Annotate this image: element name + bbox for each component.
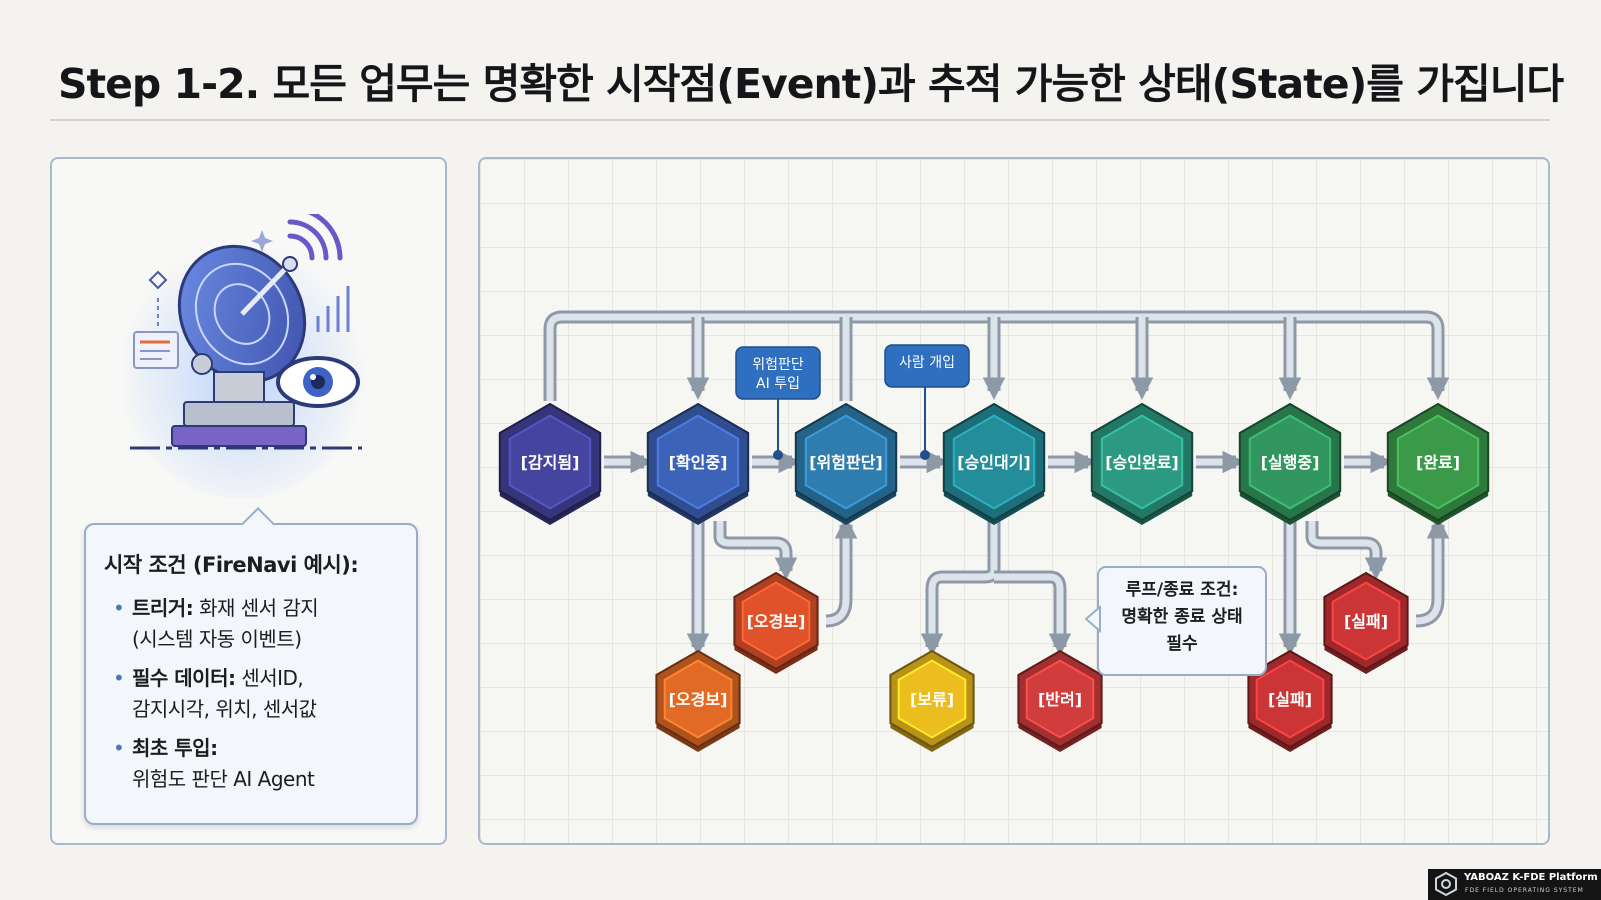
sparkle-icon bbox=[251, 230, 273, 252]
note-pointer bbox=[1084, 604, 1101, 634]
branch-pipe bbox=[825, 516, 858, 628]
platform-name: YABOAZ K-FDE Platform bbox=[1464, 872, 1598, 883]
bubble-text: AI 투입 bbox=[756, 376, 800, 392]
diamond-icon bbox=[148, 270, 168, 290]
node-label: [오경보] bbox=[669, 690, 728, 709]
state-flow-diagram: [감지됨] [확인중] [위험판단] [승인대기] [승인완료] [실행중] [완료] [오경… bbox=[498, 310, 1490, 752]
condition-label: 최초 투입: bbox=[132, 736, 218, 760]
node-label: [실패] bbox=[1344, 612, 1388, 631]
condition-label: 트리거: bbox=[132, 596, 194, 620]
condition-text: 화재 센서 감지 bbox=[199, 596, 319, 620]
note-pointer-mask bbox=[1101, 606, 1105, 632]
branch-pipe bbox=[994, 570, 1072, 656]
note-text: 필수 bbox=[1166, 634, 1198, 654]
condition-text: 감지시각, 위치, 센서값 bbox=[132, 697, 317, 721]
node-label: [승인대기] bbox=[957, 453, 1031, 472]
node-label: [실행중] bbox=[1261, 453, 1320, 472]
state-node-main: [감지됨] bbox=[498, 402, 602, 525]
node-inner bbox=[952, 414, 1036, 510]
branch-pipe bbox=[713, 521, 798, 580]
node-inner bbox=[1025, 659, 1095, 739]
page-title: Step 1-2. 모든 업무는 명확한 시작점(Event)과 추적 가능한 … bbox=[58, 60, 1564, 108]
condition-text: 센서ID, bbox=[241, 666, 304, 690]
branch-pipe bbox=[1415, 516, 1450, 628]
ai-input-callout: 위험판단 AI 투입 bbox=[735, 346, 821, 460]
bar-chart-icon bbox=[316, 286, 350, 332]
node-inner bbox=[804, 414, 888, 510]
state-node-branch: [보류] bbox=[889, 649, 975, 752]
node-label: [실패] bbox=[1268, 690, 1312, 709]
human-intervention-callout: 사람 개입 bbox=[884, 344, 970, 460]
node-inner bbox=[1248, 414, 1332, 510]
node-inner bbox=[897, 659, 967, 739]
condition-item-first-agent: 최초 투입: 위험도 판단 AI Agent bbox=[104, 733, 396, 795]
node-label: [보류] bbox=[910, 690, 954, 709]
condition-item-required-data: 필수 데이터: 센서ID, 감지시각, 위치, 센서값 bbox=[104, 663, 396, 725]
node-inner bbox=[656, 414, 740, 510]
bubble-text: 위험판단 bbox=[752, 357, 804, 373]
bubble-text: 사람 개입 bbox=[899, 355, 955, 371]
state-node-branch: [오경보] bbox=[655, 649, 741, 752]
eye-icon bbox=[276, 356, 360, 408]
node-label: [반려] bbox=[1038, 690, 1082, 709]
data-panel-icon bbox=[133, 331, 179, 369]
state-node-main: [확인중] bbox=[646, 402, 750, 525]
node-label: [오경보] bbox=[747, 612, 806, 631]
note-text: 루프/종료 조건: bbox=[1126, 580, 1239, 600]
radar-dish-illustration bbox=[117, 205, 382, 514]
node-label: [완료] bbox=[1416, 453, 1460, 472]
state-node-main: [승인완료] bbox=[1090, 402, 1194, 525]
state-node-main: [위험판단] bbox=[794, 402, 898, 525]
bubble-box bbox=[884, 344, 970, 388]
node-inner bbox=[1100, 414, 1184, 510]
node-inner bbox=[741, 581, 811, 661]
node-label: [위험판단] bbox=[809, 453, 883, 472]
node-inner bbox=[1396, 414, 1480, 510]
condition-text: 위험도 판단 AI Agent bbox=[132, 767, 315, 791]
start-condition-callout: 시작 조건 (FireNavi 예시): 트리거: 화재 센서 감지 (시스템 … bbox=[84, 507, 418, 825]
condition-text: (시스템 자동 이벤트) bbox=[132, 627, 302, 651]
hexagon-logo-icon bbox=[1435, 872, 1457, 896]
node-inner bbox=[1255, 659, 1325, 739]
state-flow-panel: [감지됨] [확인중] [위험판단] [승인대기] [승인완료] [실행중] [완료] [오경… bbox=[478, 157, 1550, 845]
state-node-branch: [실패] bbox=[1247, 649, 1333, 752]
state-node-branch: [반려] bbox=[1017, 649, 1103, 752]
node-inner bbox=[1331, 581, 1401, 661]
state-node-branch: [실패] bbox=[1323, 571, 1409, 674]
condition-label: 필수 데이터: bbox=[132, 666, 236, 690]
condition-item-trigger: 트리거: 화재 센서 감지 (시스템 자동 이벤트) bbox=[104, 593, 396, 655]
platform-logo: YABOAZ K-FDE Platform FDE FIELD OPERATIN… bbox=[1428, 869, 1601, 900]
node-inner bbox=[663, 659, 733, 739]
state-node-main: [승인대기] bbox=[942, 402, 1046, 525]
title-divider bbox=[50, 119, 1550, 121]
note-text: 명확한 종료 상태 bbox=[1121, 607, 1242, 627]
radar-dish-icon bbox=[130, 244, 362, 450]
node-inner bbox=[508, 414, 592, 510]
state-node-main: [완료] bbox=[1386, 402, 1490, 525]
node-label: [승인완료] bbox=[1105, 453, 1179, 472]
node-label: [확인중] bbox=[669, 453, 728, 472]
branch-pipe bbox=[920, 521, 1001, 656]
state-node-main: [실행중] bbox=[1238, 402, 1342, 525]
branch-pipe bbox=[1305, 521, 1388, 580]
state-node-branch: [오경보] bbox=[733, 571, 819, 674]
bubble-dot bbox=[773, 450, 783, 460]
start-condition-heading: 시작 조건 (FireNavi 예시): bbox=[104, 553, 359, 577]
bubble-dot bbox=[920, 450, 930, 460]
node-label: [감지됨] bbox=[521, 453, 580, 472]
start-condition-panel: 시작 조건 (FireNavi 예시): 트리거: 화재 센서 감지 (시스템 … bbox=[50, 157, 447, 845]
platform-tagline: FDE FIELD OPERATING SYSTEM bbox=[1465, 887, 1584, 894]
